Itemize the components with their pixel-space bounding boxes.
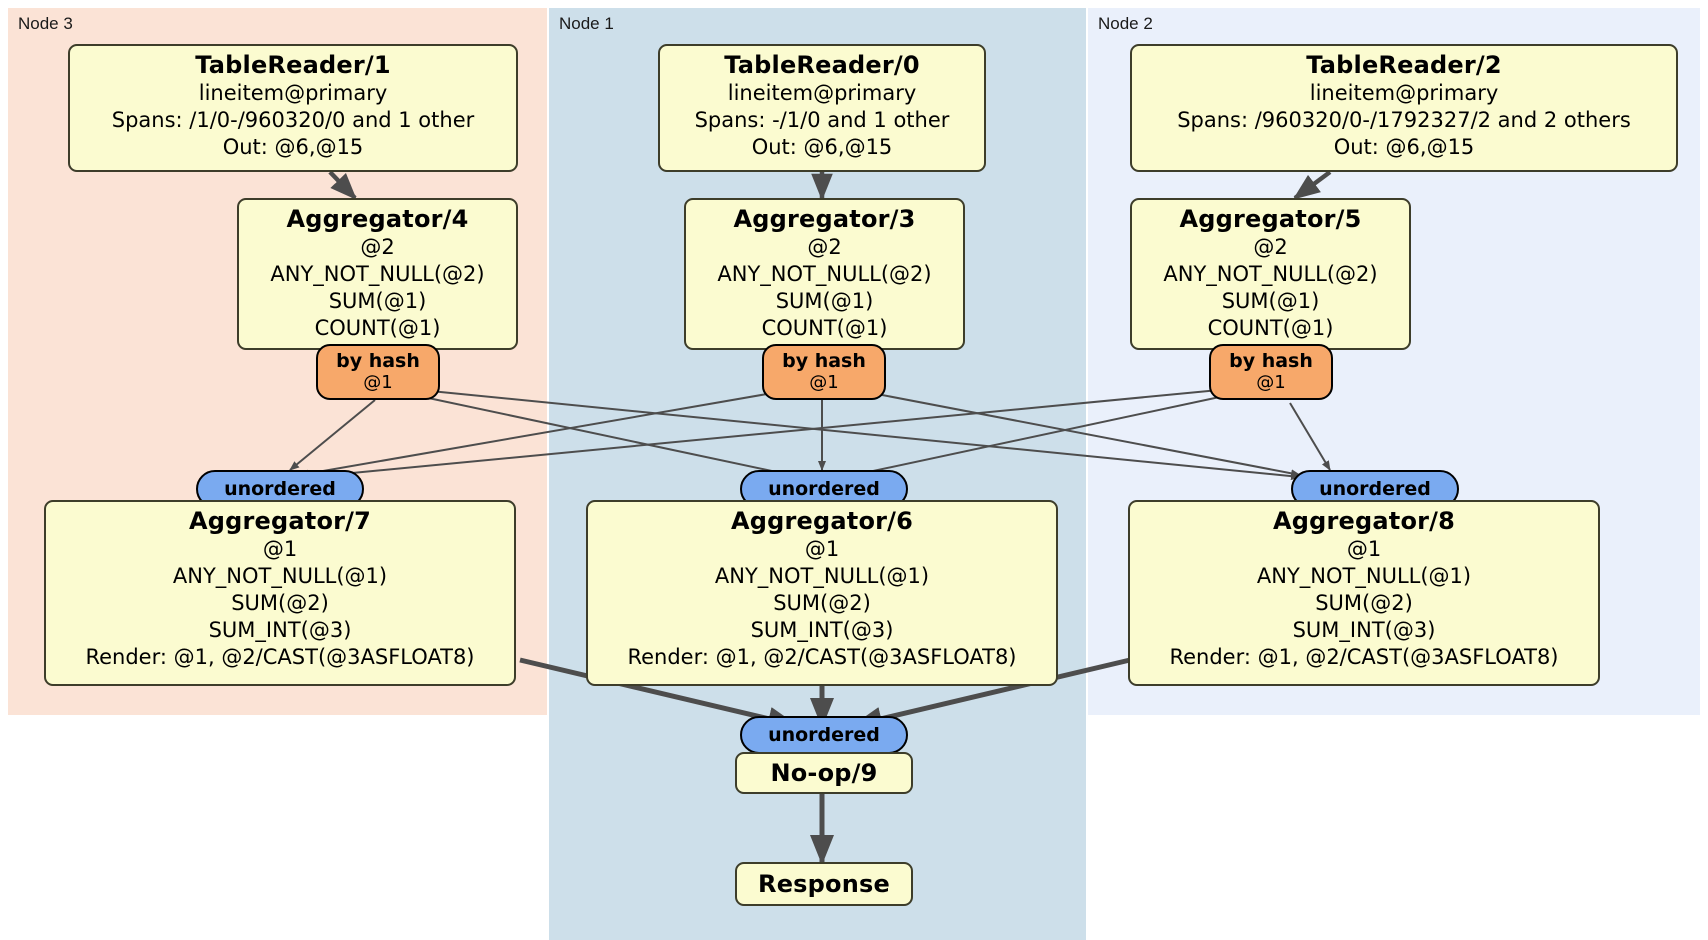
node-panel-label-node2: Node 2 [1098,14,1153,33]
processor-title: Aggregator/6 [730,507,914,535]
processor-title: Aggregator/7 [188,507,372,535]
processor-line: @1 [262,537,298,561]
processor-tablereader-2[interactable]: TableReader/2 lineitem@primary Spans: /9… [1130,44,1678,172]
router-sublabel: @1 [1256,372,1286,393]
router-label: unordered [768,477,880,500]
processor-aggregator-7[interactable]: Aggregator/7 @1 ANY_NOT_NULL(@1) SUM(@2)… [44,500,516,686]
processor-title: Aggregator/5 [1179,205,1362,233]
processor-tablereader-1[interactable]: TableReader/1 lineitem@primary Spans: /1… [68,44,518,172]
processor-line: lineitem@primary [198,81,388,105]
processor-line: @1 [1346,537,1382,561]
processor-line: Out: @6,@15 [222,135,364,159]
processor-aggregator-8[interactable]: Aggregator/8 @1 ANY_NOT_NULL(@1) SUM(@2)… [1128,500,1600,686]
processor-line: SUM_INT(@3) [208,618,352,642]
processor-title: Aggregator/8 [1272,507,1456,535]
router-sublabel: @1 [363,372,393,393]
processor-title: Aggregator/4 [286,205,469,233]
processor-line: ANY_NOT_NULL(@1) [172,564,388,588]
processor-line: SUM(@2) [1315,591,1413,615]
processor-line: SUM(@2) [773,591,871,615]
processor-line: SUM_INT(@3) [750,618,894,642]
processor-aggregator-4[interactable]: Aggregator/4 @2 ANY_NOT_NULL(@2) SUM(@1)… [237,198,518,350]
processor-line: SUM(@1) [1221,289,1320,313]
processor-line: Render: @1, @2/CAST(@3ASFLOAT8) [85,645,475,669]
processor-line: ANY_NOT_NULL(@2) [1163,262,1378,286]
processor-noop-9[interactable]: No-op/9 [735,752,913,794]
processor-title: TableReader/1 [195,51,391,79]
processor-aggregator-6[interactable]: Aggregator/6 @1 ANY_NOT_NULL(@1) SUM(@2)… [586,500,1058,686]
processor-title: Response [758,870,890,898]
processor-line: ANY_NOT_NULL(@2) [717,262,932,286]
router-label: by hash [1229,350,1313,372]
node-panel-label-node1: Node 1 [559,14,614,33]
router-sublabel: @1 [809,372,839,393]
node-panel-label-node3: Node 3 [18,14,73,33]
processor-line: Spans: /1/0-/960320/0 and 1 other [111,108,475,132]
processor-title: TableReader/0 [724,51,920,79]
processor-line: @1 [804,537,840,561]
processor-line: SUM(@2) [231,591,329,615]
processor-line: Spans: /960320/0-/1792327/2 and 2 others [1177,108,1631,132]
processor-line: Render: @1, @2/CAST(@3ASFLOAT8) [1169,645,1559,669]
processor-line: Spans: -/1/0 and 1 other [694,108,950,132]
router-label: unordered [1319,477,1431,500]
processor-line: @2 [1253,235,1288,259]
processor-line: @2 [360,235,395,259]
processor-title: Aggregator/3 [733,205,916,233]
processor-line: Out: @6,@15 [751,135,893,159]
processor-line: ANY_NOT_NULL(@2) [270,262,485,286]
processor-tablereader-0[interactable]: TableReader/0 lineitem@primary Spans: -/… [658,44,986,172]
router-by-hash-node2[interactable]: by hash @1 [1209,344,1333,400]
router-by-hash-node3[interactable]: by hash @1 [316,344,440,400]
processor-line: COUNT(@1) [761,316,888,340]
processor-line: COUNT(@1) [1207,316,1334,340]
router-unordered-final[interactable]: unordered [740,716,908,754]
processor-line: @2 [807,235,842,259]
processor-line: COUNT(@1) [314,316,441,340]
processor-response[interactable]: Response [735,862,913,906]
router-label: by hash [336,350,420,372]
router-label: unordered [768,723,880,746]
router-label: unordered [224,477,336,500]
processor-line: Out: @6,@15 [1333,135,1475,159]
processor-line: Render: @1, @2/CAST(@3ASFLOAT8) [627,645,1017,669]
router-by-hash-node1[interactable]: by hash @1 [762,344,886,400]
processor-line: ANY_NOT_NULL(@1) [714,564,930,588]
processor-aggregator-3[interactable]: Aggregator/3 @2 ANY_NOT_NULL(@2) SUM(@1)… [684,198,965,350]
processor-line: SUM_INT(@3) [1292,618,1436,642]
processor-aggregator-5[interactable]: Aggregator/5 @2 ANY_NOT_NULL(@2) SUM(@1)… [1130,198,1411,350]
processor-line: lineitem@primary [727,81,917,105]
processor-line: ANY_NOT_NULL(@1) [1256,564,1472,588]
processor-line: lineitem@primary [1309,81,1499,105]
processor-title: No-op/9 [770,759,878,787]
processor-title: TableReader/2 [1306,51,1502,79]
processor-line: SUM(@1) [775,289,874,313]
processor-line: SUM(@1) [328,289,427,313]
router-label: by hash [782,350,866,372]
